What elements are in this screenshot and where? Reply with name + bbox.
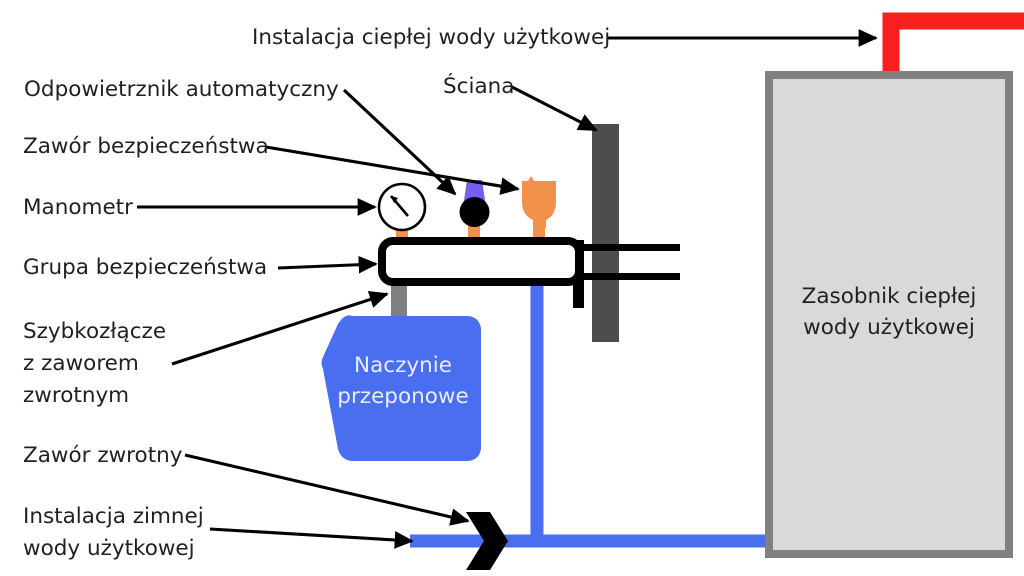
label-quick-coupling-line3: zwrotnym <box>23 383 130 408</box>
expansion-vessel-icon <box>321 315 481 461</box>
hot-water-tank-label-line1: Zasobnik ciepłej <box>801 284 977 309</box>
leader-lines <box>137 29 878 549</box>
leader-safety-group <box>277 255 378 274</box>
label-cold-water-installation-line2: wody użytkowej <box>23 536 195 561</box>
leader-safety-valve <box>265 145 520 195</box>
label-check-valve: Zawór zwrotny <box>23 443 183 468</box>
label-safety-valve: Zawór bezpieczeństwa <box>23 134 269 159</box>
safety-valve-icon <box>522 176 556 228</box>
manometer-gauge-icon <box>377 182 427 232</box>
label-manometer: Manometr <box>23 195 133 220</box>
hot-water-tank-label-line2: wody użytkowej <box>803 315 975 340</box>
label-automatic-air-vent: Odpowietrznik automatyczny <box>24 77 339 102</box>
expansion-vessel-label-line2: przeponowe <box>337 384 469 409</box>
leader-check-valve <box>184 453 470 526</box>
hot-water-tank-icon <box>765 71 1013 558</box>
leader-wall <box>511 85 598 132</box>
automatic-air-vent-icon <box>459 180 490 227</box>
label-hot-water-installation: Instalacja ciepłej wody użytkowej <box>252 25 611 50</box>
label-cold-water-installation-line1: Instalacja zimnej <box>23 504 204 529</box>
label-quick-coupling-line2: z zaworem <box>23 351 139 376</box>
quick-coupling-icon <box>391 278 407 326</box>
hot-pipe-icon <box>882 12 1024 78</box>
leader-quick-coupling <box>171 290 389 366</box>
expansion-vessel-label-line1: Naczynie <box>354 353 452 378</box>
label-wall: Ściana <box>443 74 515 99</box>
check-valve-chevron-icon <box>466 512 508 570</box>
leader-automatic-air-vent <box>342 88 457 196</box>
leader-cold-water-installation <box>209 527 414 549</box>
cold-pipe-icon <box>410 262 765 548</box>
label-quick-coupling-line1: Szybkozłącze <box>23 319 167 344</box>
label-safety-group: Grupa bezpieczeństwa <box>23 255 268 280</box>
wall-icon <box>592 124 619 342</box>
safety-group-manifold-icon <box>378 222 680 308</box>
